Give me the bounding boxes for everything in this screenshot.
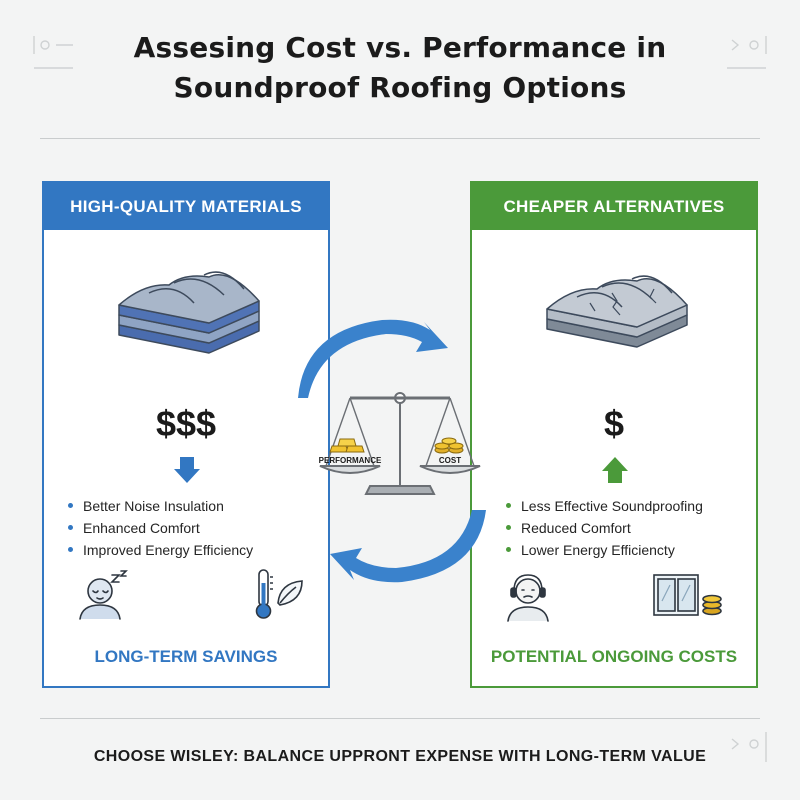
cheaper-alternatives-panel: CHEAPER ALTERNATIVES $ Less Effective So… — [470, 181, 758, 688]
bottom-tagline: CHOOSE WISLEY: BALANCE UPPRONT EXPENSE W… — [93, 748, 707, 765]
cracked-roof-tiles-icon — [546, 275, 688, 348]
list-item: Lower Energy Efficiencty — [506, 539, 703, 561]
list-item: Less Effective Soundproofing — [506, 495, 703, 517]
benefit-list: Better Noise Insulation Enhanced Comfort… — [68, 495, 253, 561]
coin-stack-icon — [434, 437, 464, 454]
sleeping-person-icon — [79, 570, 128, 620]
price-indicator: $$$ — [155, 403, 217, 444]
arrow-up-icon — [602, 457, 628, 483]
panel-footer: LONG-TERM SAVINGS — [94, 647, 278, 666]
page-title: Assesing Cost vs. Performance in Soundpr… — [60, 28, 740, 108]
circuit-decoration-icon — [727, 36, 767, 69]
bottom-divider — [40, 718, 760, 719]
panel-header: CHEAPER ALTERNATIVES — [472, 183, 756, 230]
circuit-decoration-icon — [33, 36, 73, 69]
panel-footer: POTENTIAL ONGOING COSTS — [490, 647, 738, 666]
price-indicator: $ — [603, 403, 625, 444]
list-item: Better Noise Insulation — [68, 495, 253, 517]
thermometer-leaf-icon — [255, 569, 303, 619]
list-item: Enhanced Comfort — [68, 517, 253, 539]
page-title-line-1: Assesing Cost vs. Performance in — [133, 31, 667, 64]
list-item: Improved Energy Efficiency — [68, 539, 253, 561]
person-headphones-icon — [507, 574, 549, 622]
panel-header: HIGH-QUALITY MATERIALS — [44, 183, 328, 230]
page-title-line-2: Soundproof Roofing Options — [173, 71, 627, 104]
layered-roof-tiles-icon — [118, 271, 260, 354]
circuit-decoration-icon — [731, 732, 767, 762]
cycle-arrow-left-icon — [330, 510, 486, 583]
top-divider — [40, 138, 760, 139]
gold-bars-icon — [329, 438, 365, 453]
list-item: Reduced Comfort — [506, 517, 703, 539]
scale-performance-label: PERFORMANCE — [319, 456, 382, 465]
balance-diagram: PERFORMANCE COST — [298, 319, 486, 583]
scale-cost-label: COST — [439, 456, 461, 465]
high-quality-materials-panel: HIGH-QUALITY MATERIALS $$$ Better Noise … — [42, 181, 330, 688]
window-coins-icon — [653, 574, 722, 616]
arrow-down-icon — [174, 457, 200, 483]
drawback-list: Less Effective Soundproofing Reduced Com… — [506, 495, 703, 561]
balance-scale-icon — [319, 392, 481, 495]
cycle-arrow-right-icon — [298, 319, 448, 398]
